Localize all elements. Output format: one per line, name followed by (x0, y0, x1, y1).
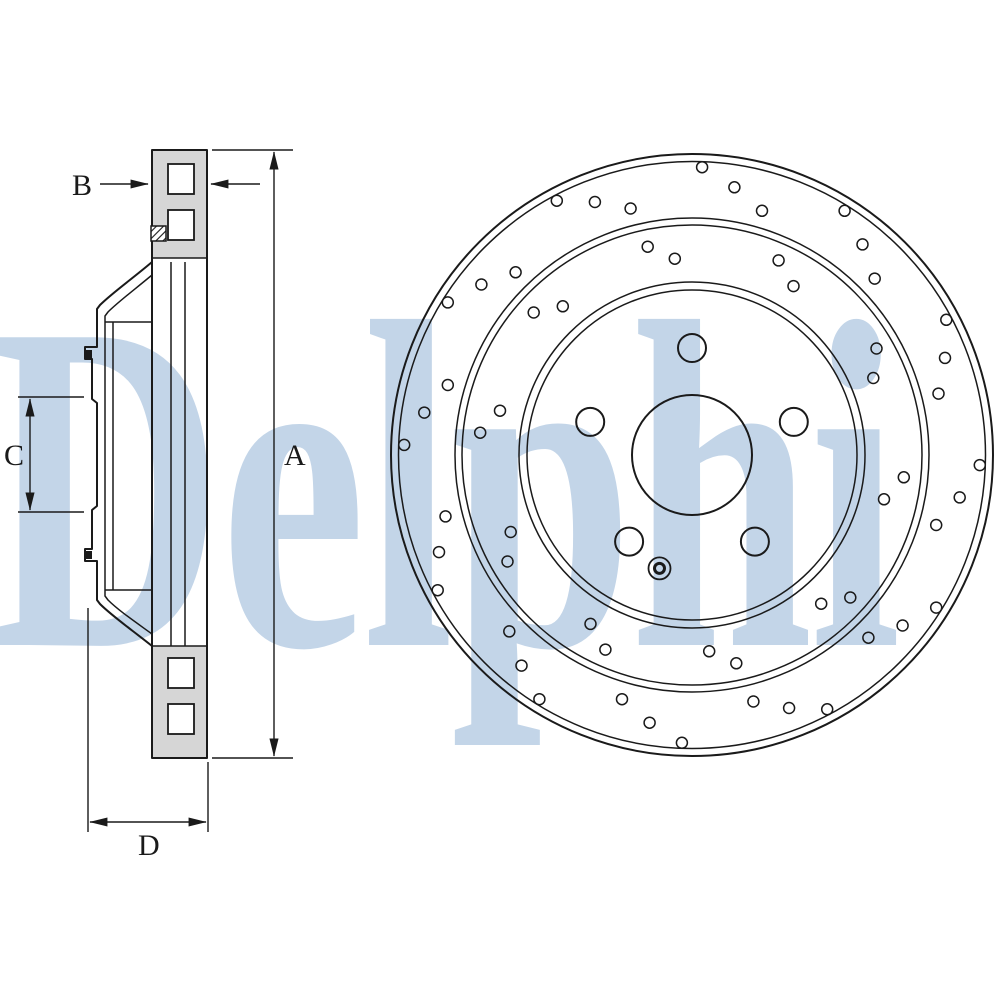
drill-hole (897, 471, 911, 484)
drill-hole (862, 631, 875, 644)
drill-hole (728, 181, 741, 194)
cross-section-view (84, 149, 208, 759)
set-screw-hole-outer (647, 556, 672, 581)
drill-hole (439, 510, 452, 523)
drill-hole (509, 266, 522, 279)
drill-hole (856, 238, 869, 251)
wheel-bolt-hole (614, 526, 645, 557)
drill-hole (504, 525, 517, 539)
drill-hole (932, 387, 945, 400)
drill-hole (747, 695, 760, 708)
drill-hole (675, 736, 689, 750)
drill-hole (503, 625, 516, 638)
drill-hole (838, 204, 851, 218)
drill-hole (953, 491, 966, 504)
drill-hole (870, 342, 883, 355)
dim-label-d: D (138, 829, 160, 862)
drill-hole (441, 296, 455, 309)
drill-hole (929, 601, 943, 614)
drill-hole (588, 195, 602, 209)
drill-hole (473, 426, 487, 439)
drill-hole (938, 351, 952, 365)
hat-outer-contour (84, 261, 153, 647)
wheel-bolt-hole (677, 333, 707, 363)
drill-hole (877, 493, 891, 506)
drill-hole (702, 645, 716, 658)
friction-ring-section (151, 149, 208, 759)
drill-hole (432, 545, 446, 559)
drill-hole (441, 378, 455, 392)
disc-outer-edge-inner (397, 160, 987, 750)
dimension-b: B (72, 169, 260, 202)
hub-rim-inner (526, 289, 858, 621)
drill-hole (643, 716, 656, 729)
drill-hole (641, 240, 654, 253)
hat-inner-contour (104, 274, 153, 635)
hub-rim-outer (518, 281, 866, 629)
drill-hole (624, 202, 637, 215)
wheel-bolt-hole (739, 526, 770, 557)
dim-label-a: A (284, 439, 306, 472)
drill-hole (527, 306, 540, 319)
wheel-bolt-hole (575, 406, 606, 437)
drill-hole (940, 313, 953, 327)
hatched-block (150, 225, 167, 242)
drill-hole (556, 300, 570, 313)
drilled-hole-pattern (397, 160, 987, 750)
drill-hole (787, 279, 800, 293)
vent-slot (167, 703, 195, 735)
disc-outer-edge (390, 153, 994, 757)
drill-hole (475, 278, 488, 291)
center-bore (631, 394, 753, 516)
dimension-a: A (212, 149, 306, 759)
dimension-c: C (4, 396, 84, 513)
drill-hole (772, 254, 785, 267)
drill-hole (533, 692, 546, 706)
drill-hole (515, 659, 528, 672)
wheel-bolt-hole (778, 406, 809, 437)
dimension-d: D (87, 608, 209, 862)
drill-hole (493, 404, 507, 417)
drill-hole (418, 406, 431, 419)
drill-hole (820, 703, 834, 716)
drill-hole (782, 701, 796, 715)
drill-hole (755, 204, 769, 218)
drill-hole (584, 617, 597, 631)
drill-hole (973, 458, 987, 472)
drill-hole (599, 643, 612, 656)
drill-hole (868, 272, 881, 285)
drill-hole (867, 371, 880, 385)
friction-surface-inner-edge (454, 217, 930, 693)
friction-surface-inner-edge-2 (461, 224, 923, 686)
drill-hole (550, 194, 564, 207)
dim-label-c: C (4, 439, 24, 472)
front-view (390, 153, 994, 757)
drill-hole (844, 591, 857, 604)
drill-hole (896, 619, 909, 632)
chamfer-mark (85, 350, 92, 358)
drill-hole (615, 692, 629, 706)
set-screw-hole-inner (653, 561, 666, 575)
chamfer-mark (85, 551, 92, 559)
vent-slot (167, 163, 195, 195)
drill-hole (730, 657, 743, 670)
vent-slot (167, 657, 195, 689)
drill-hole (695, 160, 709, 174)
dim-label-b: B (72, 169, 92, 202)
drill-hole (668, 252, 682, 265)
drill-hole (929, 518, 943, 532)
drill-hole (501, 555, 514, 568)
drill-hole (397, 438, 411, 452)
drill-hole (814, 597, 828, 610)
vent-slot (167, 209, 195, 241)
drill-hole (431, 583, 444, 597)
